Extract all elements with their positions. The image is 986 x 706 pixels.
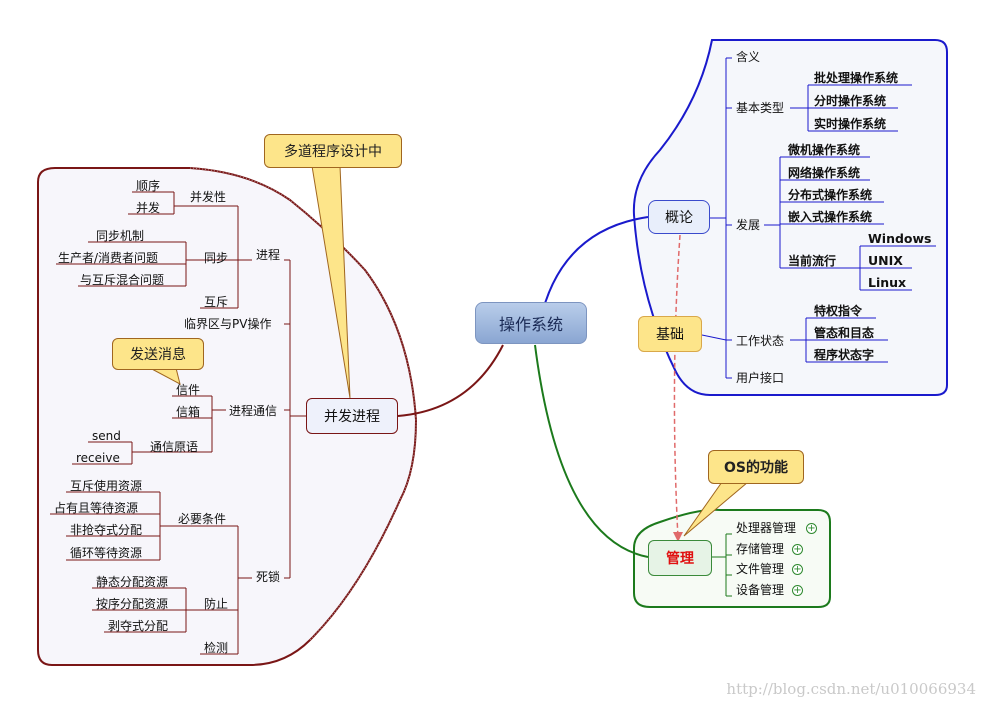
prevent-item[interactable]: 静态分配资源 [96,575,169,589]
user-interface-label[interactable]: 用户接口 [736,371,785,385]
necessary-item[interactable]: 互斥使用资源 [70,479,143,493]
basic-type-item[interactable]: 分时操作系统 [814,94,887,108]
overview-label: 概论 [665,210,693,226]
overview-node[interactable]: 概论 [648,200,710,234]
root-to-overview-line [539,216,649,323]
foundation-label: 基础 [656,327,684,343]
letter-label[interactable]: 信件 [176,383,201,397]
sync-item[interactable]: 生产者/消费者问题 [58,251,159,265]
management-item[interactable]: 处理器管理 [736,521,797,535]
necessary-item[interactable]: 循环等待资源 [70,546,143,560]
foundation-link [701,334,727,341]
development-item[interactable]: 分布式操作系统 [788,188,873,202]
deadlock-label[interactable]: 死锁 [256,570,281,584]
work-state-label[interactable]: 工作状态 [736,334,785,348]
development-label[interactable]: 发展 [736,218,761,232]
os-function-callout: OS的功能 [708,450,804,484]
concurrency-property-item[interactable]: 顺序 [136,179,161,193]
send-message-callout: 发送消息 [112,338,204,370]
mailbox-label[interactable]: 信箱 [176,405,201,419]
sync-item[interactable]: 与互斥混合问题 [80,273,165,287]
comm-label[interactable]: 进程通信 [229,404,278,418]
mutex-label[interactable]: 互斥 [204,295,229,309]
development-item[interactable]: 网络操作系统 [788,166,861,180]
primitive-item[interactable]: receive [76,451,120,465]
management-item[interactable]: 存储管理 [736,542,785,556]
primitive-item[interactable]: send [92,429,121,443]
management-item[interactable]: 文件管理 [736,562,785,576]
root-to-management-line [534,344,649,558]
critical-section-label[interactable]: 临界区与PV操作 [184,317,272,331]
basic-types-label[interactable]: 基本类型 [736,101,785,115]
work-state-item[interactable]: 程序状态字 [814,348,875,362]
primitives-label[interactable]: 通信原语 [150,440,199,454]
expand-plus-icon[interactable]: + [792,564,803,575]
popular-label[interactable]: 当前流行 [788,254,837,268]
process-label[interactable]: 进程 [256,248,281,262]
prevent-label[interactable]: 防止 [204,597,229,611]
expand-plus-icon[interactable]: + [792,585,803,596]
sync-label[interactable]: 同步 [204,251,229,265]
popular-item[interactable]: Windows [868,231,932,246]
multiprogram-callout-text: 多道程序设计中 [284,144,382,160]
concurrency-frame-dots [189,167,417,641]
sync-item[interactable]: 同步机制 [96,229,145,243]
management-node[interactable]: 管理 [648,540,712,576]
multiprogram-callout: 多道程序设计中 [264,134,402,168]
development-item[interactable]: 微机操作系统 [788,143,861,157]
management-frame [633,508,831,608]
popular-item[interactable]: UNIX [868,253,903,268]
os-function-callout-text: OS的功能 [724,460,788,476]
concurrency-node[interactable]: 并发进程 [306,398,398,434]
root-node[interactable]: 操作系统 [475,302,587,344]
management-label: 管理 [666,551,694,567]
popular-item[interactable]: Linux [868,275,907,290]
management-item[interactable]: 设备管理 [736,583,785,597]
work-state-item[interactable]: 特权指令 [814,304,863,318]
work-state-item[interactable]: 管态和目态 [814,326,875,340]
meaning-label[interactable]: 含义 [736,50,761,64]
send-message-callout-text: 发送消息 [130,347,186,363]
basic-type-item[interactable]: 批处理操作系统 [814,71,899,85]
prevent-item[interactable]: 按序分配资源 [96,597,169,611]
foundation-node[interactable]: 基础 [638,316,702,352]
expand-plus-icon[interactable]: + [792,544,803,555]
necessary-item[interactable]: 占有且等待资源 [54,501,139,515]
necessary-label[interactable]: 必要条件 [178,512,227,526]
concurrency-label: 并发进程 [324,409,380,425]
prevent-item[interactable]: 剥夺式分配 [108,619,169,633]
root-to-concurrency-line [397,344,504,417]
concurrency-property-label[interactable]: 并发性 [190,190,227,204]
detect-label[interactable]: 检测 [204,641,229,655]
foundation-arrowhead [673,532,683,542]
foundation-arrow [673,234,681,539]
root-label: 操作系统 [498,315,563,334]
expand-plus-icon[interactable]: + [806,523,817,534]
concurrency-property-item[interactable]: 并发 [136,201,161,215]
necessary-item[interactable]: 非抢夺式分配 [70,523,143,537]
development-item[interactable]: 嵌入式操作系统 [788,210,873,224]
basic-type-item[interactable]: 实时操作系统 [814,117,887,131]
watermark-text: http://blog.csdn.net/u010066934 [726,680,976,698]
